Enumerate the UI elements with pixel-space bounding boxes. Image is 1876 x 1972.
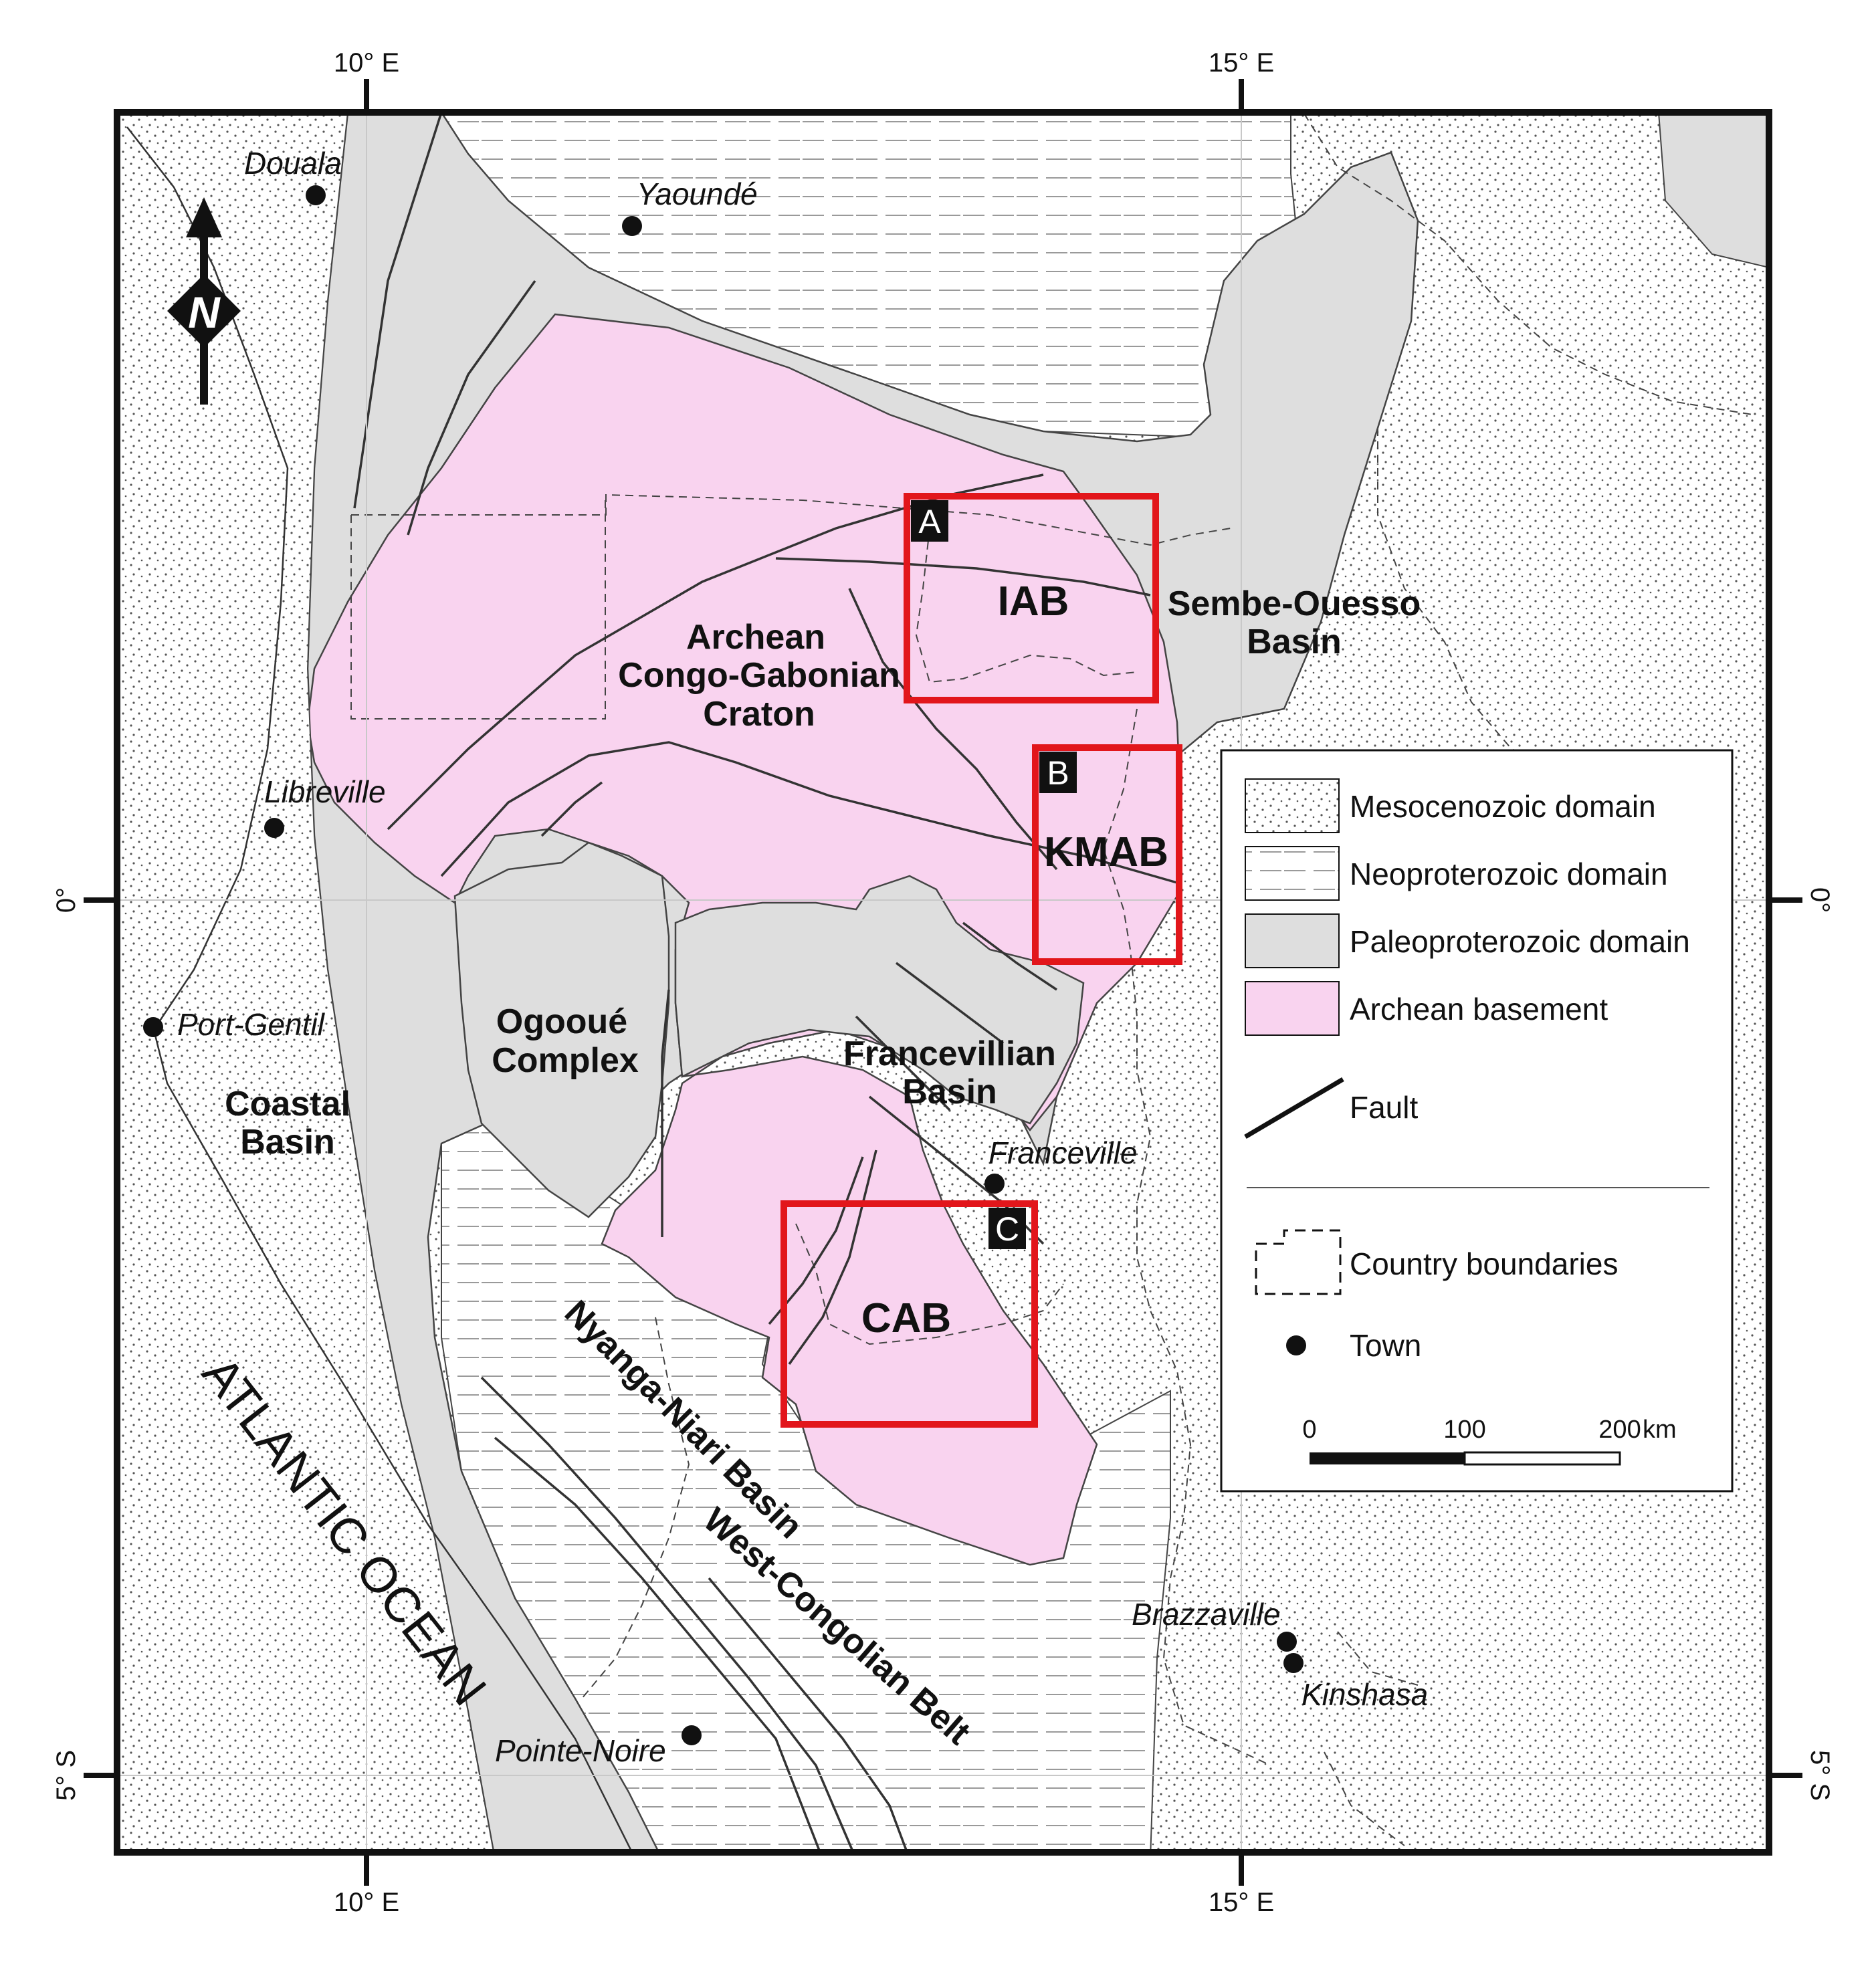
coord-right-5s: 5° S: [1805, 1750, 1835, 1801]
coord-left-0: 0°: [51, 887, 81, 913]
ogooue-inlier: [453, 841, 670, 1218]
scale-label-200: 200: [1598, 1416, 1641, 1444]
label-coastal-1: Coastal: [225, 1085, 350, 1123]
towns: [143, 185, 1304, 1745]
town-libreville: Libreville: [264, 774, 386, 809]
study-area-c-box: [780, 1200, 1038, 1428]
coord-bottom-15e: 15° E: [1209, 1888, 1274, 1917]
label-ogooue-1: Ogooué: [496, 1002, 627, 1041]
legend-label-mesocenozoic: Mesocenozoic domain: [1350, 789, 1656, 824]
coord-top-10e: 10° E: [334, 48, 399, 78]
legend-swatch-town: [1286, 1335, 1306, 1355]
legend-swatch-paleoproterozoic: [1245, 913, 1340, 968]
study-area-a-letter: A: [918, 503, 941, 540]
map-frame: [114, 109, 1772, 1856]
study-area-c-name: CAB: [861, 1295, 951, 1341]
town-franceville: Franceville: [988, 1135, 1137, 1170]
coordinate-ticks: [84, 79, 1802, 1886]
label-sembe-2: Basin: [1247, 623, 1342, 661]
study-area-b-box: [1032, 744, 1182, 965]
legend-label-country-boundaries: Country boundaries: [1350, 1246, 1618, 1281]
coord-bottom-10e: 10° E: [334, 1888, 399, 1917]
legend-swatch-neoproterozoic: [1245, 846, 1340, 901]
label-ogooue-2: Complex: [492, 1041, 639, 1080]
coord-top-15e: 15° E: [1209, 48, 1274, 78]
study-area-a-name: IAB: [998, 578, 1069, 625]
study-area-a-box: [904, 493, 1159, 703]
town-marker-douala: [306, 185, 326, 205]
coastal-basin: [117, 112, 495, 1852]
scale-bar-white: [1463, 1451, 1621, 1466]
legend-swatch-fault: [1244, 1077, 1344, 1139]
town-marker-kinshasa: [1283, 1653, 1304, 1673]
town-port-gentil: Port-Gentil: [177, 1007, 326, 1042]
town-pointe-noire: Pointe-Noire: [495, 1733, 666, 1768]
study-area-c-tag: [988, 1208, 1026, 1249]
study-area-b-name: KMAB: [1044, 829, 1168, 875]
town-marker-franceville: [984, 1174, 1005, 1194]
scale-label-km: km: [1643, 1416, 1677, 1444]
francevillian-inlier: [674, 875, 1085, 1125]
town-brazzaville: Brazzaville: [1132, 1597, 1280, 1632]
scale-label-100: 100: [1443, 1416, 1485, 1444]
paleoproterozoic-northeast: [1657, 112, 1769, 269]
label-sembe-1: Sembe-Ouesso: [1168, 584, 1421, 623]
label-coastal-2: Basin: [240, 1123, 335, 1162]
label-craton-1: Archean: [686, 618, 825, 657]
study-area-b-letter: B: [1047, 754, 1069, 792]
town-marker-port-gentil: [143, 1017, 163, 1037]
north-arrow-letter: N: [188, 288, 221, 337]
legend-label-fault: Fault: [1350, 1090, 1418, 1125]
label-francevillian-2: Basin: [902, 1073, 997, 1111]
scale-bar-black: [1310, 1452, 1465, 1464]
scale-label-0: 0: [1302, 1416, 1316, 1444]
legend-swatch-country-boundaries: [1255, 1229, 1342, 1295]
town-kinshasa: Kinshasa: [1301, 1677, 1428, 1712]
north-arrow-icon: N: [167, 197, 241, 405]
coord-left-5s: 5° S: [51, 1750, 81, 1801]
town-marker-pointe-noire: [682, 1725, 702, 1745]
town-marker-libreville: [264, 818, 284, 838]
legend-label-paleoproterozoic: Paleoproterozoic domain: [1350, 924, 1690, 959]
study-areas: [780, 493, 1182, 1428]
label-craton-3: Craton: [703, 695, 815, 734]
label-francevillian-1: Francevillian: [843, 1034, 1056, 1073]
study-area-c-letter: C: [995, 1210, 1019, 1248]
study-area-b-tag: [1039, 752, 1077, 793]
study-area-a-tag: [911, 500, 948, 542]
legend-label-town: Town: [1350, 1328, 1421, 1363]
town-yaounde: Yaoundé: [637, 177, 758, 211]
coord-right-0: 0°: [1805, 887, 1835, 913]
town-douala: Douala: [244, 146, 342, 181]
legend-swatch-archean: [1245, 981, 1340, 1036]
legend-swatch-mesocenozoic: [1245, 778, 1340, 833]
legend: [1220, 749, 1734, 1493]
label-craton-2: Congo-Gabonian: [618, 656, 900, 695]
legend-label-neoproterozoic: Neoproterozoic domain: [1350, 857, 1668, 891]
coastline: [126, 126, 633, 1852]
legend-label-archean: Archean basement: [1350, 992, 1608, 1026]
town-marker-brazzaville: [1277, 1632, 1297, 1652]
town-marker-yaounde: [622, 216, 642, 236]
